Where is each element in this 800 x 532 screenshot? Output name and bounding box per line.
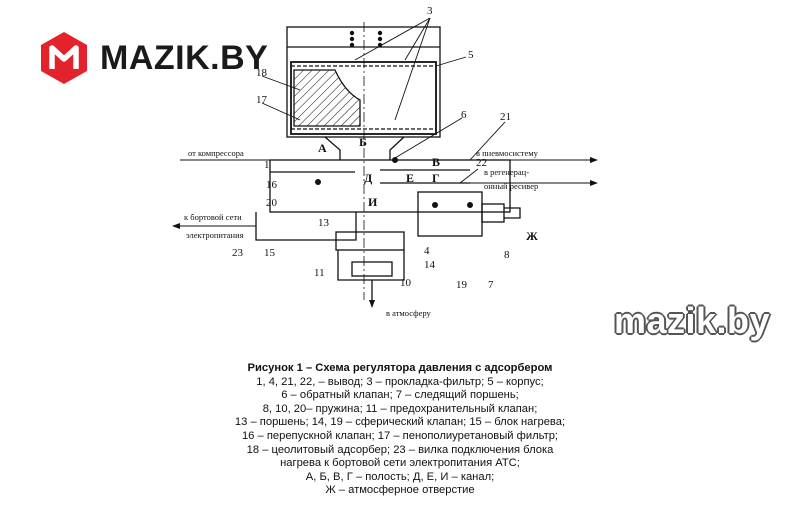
part-7-label: 7	[488, 279, 494, 291]
zone-zh-label: Ж	[526, 229, 538, 243]
zone-a-label: А	[318, 141, 327, 155]
figure-caption: Рисунок 1 – Схема регулятора давления с …	[150, 362, 650, 498]
inlet-compressor-note: от компрессора	[188, 148, 244, 158]
zone-i-label: И	[368, 195, 378, 209]
pressure-regulator-schematic: 3 5 18 17 6 21 22 1 16 20 13 23 15 4 14 …	[172, 5, 598, 318]
caption-line: 16 – перепускной клапан; 17 – пенополиур…	[241, 429, 559, 442]
outlet-regen-note-1: в регенерац-	[484, 167, 529, 177]
part-17-label: 17	[256, 94, 268, 106]
board-power-note-1: к бортовой сети	[184, 212, 242, 222]
caption-line: 1, 4, 21, 22, – вывод; 3 – прокладка-фил…	[256, 375, 544, 388]
caption-line: Ж – атмосферное отверстие	[325, 484, 475, 497]
caption-line: 6 – обратный клапан; 7 – следящий поршен…	[281, 389, 519, 402]
atmosphere-note: в атмосферу	[386, 308, 432, 318]
part-1-label: 1	[264, 159, 270, 171]
part-5-label: 5	[468, 49, 474, 61]
outlet-regen-note-2: онный ресивер	[484, 181, 538, 191]
caption-line: нагрева к бортовой сети электропитания А…	[280, 457, 520, 470]
part-18-label: 18	[256, 67, 268, 79]
board-power-note-2: электропитания	[186, 230, 244, 240]
part-8-label: 8	[504, 249, 510, 261]
part-21-label: 21	[500, 111, 511, 123]
part-15-label: 15	[264, 247, 276, 259]
part-20-label: 20	[266, 197, 278, 209]
part-13-label: 13	[318, 217, 330, 229]
caption-title: Рисунок 1 – Схема регулятора давления с …	[247, 362, 553, 374]
part-6-label: 6	[461, 109, 467, 121]
caption-line: 8, 10, 20– пружина; 11 – предохранительн…	[262, 402, 538, 415]
caption-line: А, Б, В, Г – полость; Д, Е, И – канал;	[305, 470, 495, 483]
brand-name: MAZIK.BY	[100, 38, 269, 77]
zone-b-label: Б	[359, 135, 367, 149]
part-16-label: 16	[266, 179, 278, 191]
part-11-label: 11	[314, 267, 325, 279]
caption-line: 18 – цеолитовый адсорбер; 23 – вилка под…	[246, 443, 554, 456]
caption-line: 13 – поршень; 14, 19 – сферический клапа…	[234, 416, 566, 429]
zone-d-label: Д	[364, 171, 373, 185]
part-14-label: 14	[424, 259, 436, 271]
part-3-label: 3	[427, 5, 433, 17]
outlet-pneumo-note: в пневмосистему	[476, 148, 539, 158]
mazik-logo-icon	[41, 32, 87, 84]
site-watermark: mazik.by	[614, 300, 771, 341]
zone-e-label: Е	[406, 171, 414, 185]
part-10-label: 10	[400, 277, 412, 289]
brand-logo: MAZIK.BY	[38, 30, 268, 86]
part-4-label: 4	[424, 245, 430, 257]
part-23-label: 23	[232, 247, 244, 259]
part-22-label: 22	[476, 157, 487, 169]
zone-v-label: В	[432, 155, 440, 169]
zone-g-label: Г	[432, 171, 440, 185]
part-19-label: 19	[456, 279, 468, 291]
